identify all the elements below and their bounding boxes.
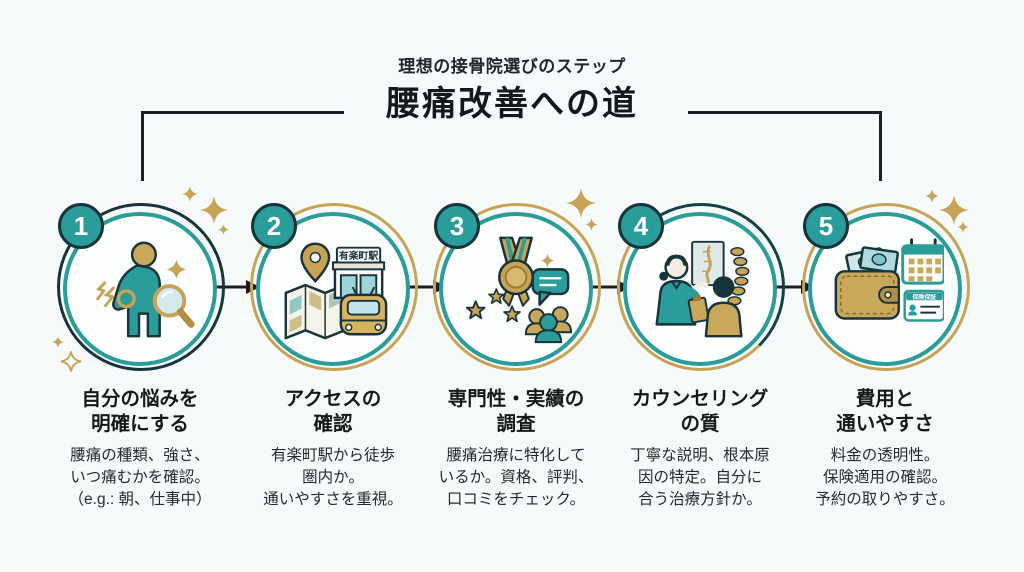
insurance-card-label: 保険保証 — [912, 293, 937, 301]
step-2-inner-circle: 有楽町駅 — [256, 212, 410, 366]
step-1-number-badge: 1 — [58, 203, 104, 249]
step-1-heading: 自分の悩みを 明確にする — [81, 388, 199, 435]
step-5-circle: 保険保証 5 — [801, 203, 970, 373]
step-4-heading: カウンセリング の質 — [631, 388, 769, 435]
step-5-number-badge: 5 — [803, 203, 849, 249]
step-4: 4 カウンセリング の質 丁寧な説明、根本原 因の特定。自分に 合う治療方針か。 — [600, 203, 800, 511]
step-1-outer-ring — [57, 203, 225, 371]
map-access-icon: 有楽町駅 — [284, 242, 388, 340]
step-5: 保険保証 5 費用と 通いやすさ 料金の透明性。 保険適用の確認。 予約の取りや… — [785, 203, 985, 511]
step-4-circle: 4 — [616, 203, 785, 373]
step-5-description: 料金の透明性。 保険適用の確認。 予約の取りやすさ。 — [815, 447, 955, 509]
title-bracket-right-horizontal — [688, 111, 882, 114]
infographic-subtitle: 理想の接骨院選びのステップ — [398, 57, 626, 76]
step-1-description: 腰痛の種類、強さ、 いつ痛むかを確認。 （e.g.: 朝、仕事中） — [68, 447, 212, 509]
sparkle-icon — [925, 189, 939, 203]
medal-reputation-icon — [465, 236, 573, 344]
sparkle-icon — [182, 186, 198, 202]
station-sign-label: 有楽町駅 — [339, 249, 378, 262]
step-2-heading: アクセスの 確認 — [284, 388, 382, 435]
step-3-heading: 専門性・実績の 調査 — [447, 388, 585, 435]
sparkle-icon — [566, 188, 596, 218]
sparkle-icon — [218, 224, 229, 235]
person-backpain-icon — [96, 241, 195, 338]
step-4-number-badge: 4 — [618, 203, 664, 249]
step-5-heading: 費用と 通いやすさ — [836, 388, 934, 435]
sparkle-icon — [957, 221, 969, 233]
sparkle-icon — [585, 218, 598, 231]
sparkle-icon — [52, 336, 64, 348]
step-3-description: 腰痛治療に特化して いるか。資格、評判、 口コミをチェック。 — [438, 447, 594, 509]
step-2-number-badge: 2 — [251, 203, 297, 249]
page-title: 腰痛改善への道 — [386, 85, 638, 123]
wallet-calendar-icon: 保険保証 — [834, 238, 944, 322]
step-1-circle: 1 — [56, 203, 225, 373]
step-3-circle: 3 — [432, 203, 601, 373]
title-bracket-right-vertical — [879, 111, 882, 181]
step-3: 3 専門性・実績の 調査 腰痛治療に特化して いるか。資格、評判、 口コミをチェ… — [416, 203, 616, 511]
sparkle-icon — [200, 196, 228, 224]
step-3-number-badge: 3 — [434, 203, 480, 249]
title-bracket-left-horizontal — [141, 111, 344, 114]
step-4-outer-ring — [617, 203, 785, 371]
step-3-outer-ring — [433, 203, 601, 371]
counseling-icon — [655, 240, 750, 338]
sparkle-icon — [60, 351, 82, 372]
step-2: 有楽町駅 2 アクセスの 確認 有楽町駅から徒歩 圏内か。 通いやすさを重視。 — [233, 203, 433, 511]
step-1: 1 自分の悩みを 明確にする 腰痛の種類、強さ、 いつ痛むかを確認。 （e.g.… — [40, 203, 240, 511]
step-4-description: 丁寧な説明、根本原 因の特定。自分に 合う治療方針か。 — [630, 447, 770, 509]
sparkle-icon — [939, 195, 969, 225]
step-2-description: 有楽町駅から徒歩 圏内か。 通いやすさを重視。 — [263, 447, 403, 509]
title-bracket-left-vertical — [141, 111, 144, 181]
step-5-outer-ring — [802, 203, 970, 371]
step-2-circle: 有楽町駅 2 — [249, 203, 418, 373]
step-2-outer-ring — [250, 203, 418, 371]
